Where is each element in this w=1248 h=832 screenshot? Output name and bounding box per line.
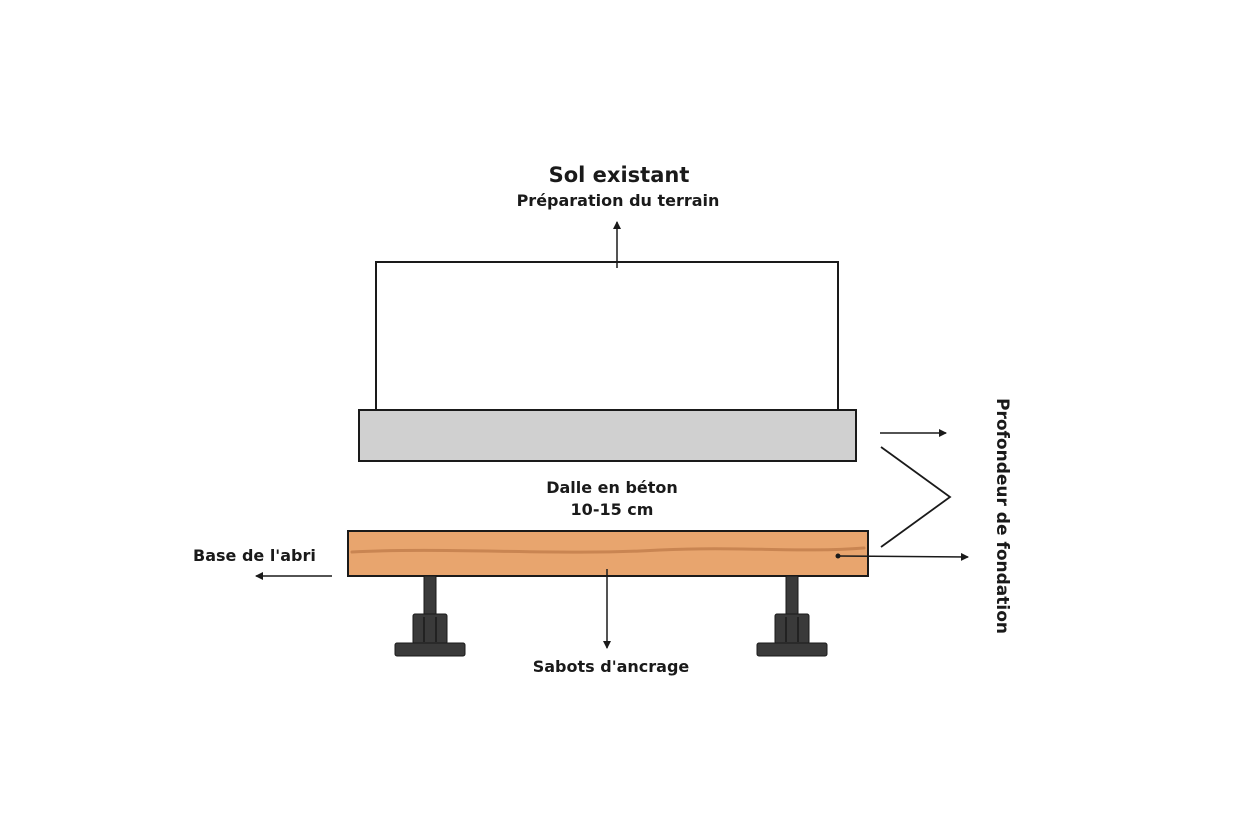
wood-grain	[350, 546, 866, 554]
label-base-abri: Base de l'abri	[193, 546, 316, 565]
label-profondeur: Profondeur de fondation	[992, 398, 1012, 634]
anchor-shoe-right	[756, 575, 828, 657]
label-dalle-line2: 10-15 cm	[570, 500, 654, 519]
depth-arrow-bottom	[837, 552, 969, 561]
anchor-shoe-left	[394, 575, 466, 657]
subtitle-preparation: Préparation du terrain	[516, 191, 720, 210]
depth-bracket	[880, 446, 952, 548]
wood-base	[347, 530, 869, 577]
title-sol-existant: Sol existant	[548, 163, 690, 187]
label-dalle-line1: Dalle en béton	[546, 478, 678, 497]
depth-arrow-dot	[835, 553, 841, 559]
existing-ground-box	[375, 261, 839, 411]
concrete-slab	[358, 409, 857, 462]
label-sabots: Sabots d'ancrage	[532, 657, 690, 676]
